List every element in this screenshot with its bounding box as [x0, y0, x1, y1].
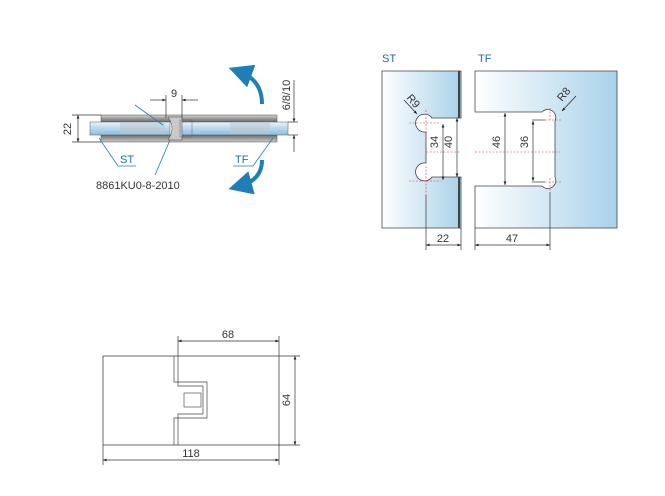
label-tf: TF — [235, 154, 249, 166]
dim-st-outer: 40 — [443, 136, 455, 148]
dim-gap: 9 — [171, 88, 177, 100]
panel-st-title: ST — [382, 53, 396, 65]
cross-section-view: 9 22 6/8/10 ST TF 8861KU0-8-2010 — [62, 64, 298, 195]
part-number: 8861KU0-8-2010 — [96, 180, 180, 192]
dim-st-inner: 34 — [429, 136, 441, 148]
hinge-knuckle — [167, 116, 183, 141]
hinge-body-outline — [102, 355, 280, 446]
label-st: ST — [120, 154, 134, 166]
dim-front-top: 68 — [222, 329, 234, 341]
dim-tf-inner: 36 — [519, 136, 531, 148]
dim-st-width: 22 — [437, 233, 449, 245]
hinge-pin-block — [183, 392, 202, 408]
bottom-clamp-plate — [100, 134, 278, 143]
panel-st-view: ST R9 34 40 22 — [381, 53, 462, 250]
dim-height: 22 — [62, 123, 74, 135]
dim-glass-thickness: 6/8/10 — [281, 80, 293, 111]
dim-front-bottom: 118 — [182, 448, 200, 460]
rotate-up-arrow-icon — [228, 64, 264, 105]
dim-tf-width: 47 — [506, 233, 518, 245]
top-clamp-plate — [100, 114, 278, 123]
front-view: 68 64 118 — [102, 329, 300, 465]
panel-tf-view: TF R8 46 36 47 — [474, 53, 618, 250]
panel-st-glass — [381, 70, 462, 229]
dim-front-side: 64 — [281, 394, 293, 406]
dim-tf-outer: 46 — [491, 136, 503, 148]
panel-tf-glass — [474, 70, 618, 229]
rotate-down-arrow-icon — [228, 159, 264, 195]
panel-tf-title: TF — [478, 53, 492, 65]
